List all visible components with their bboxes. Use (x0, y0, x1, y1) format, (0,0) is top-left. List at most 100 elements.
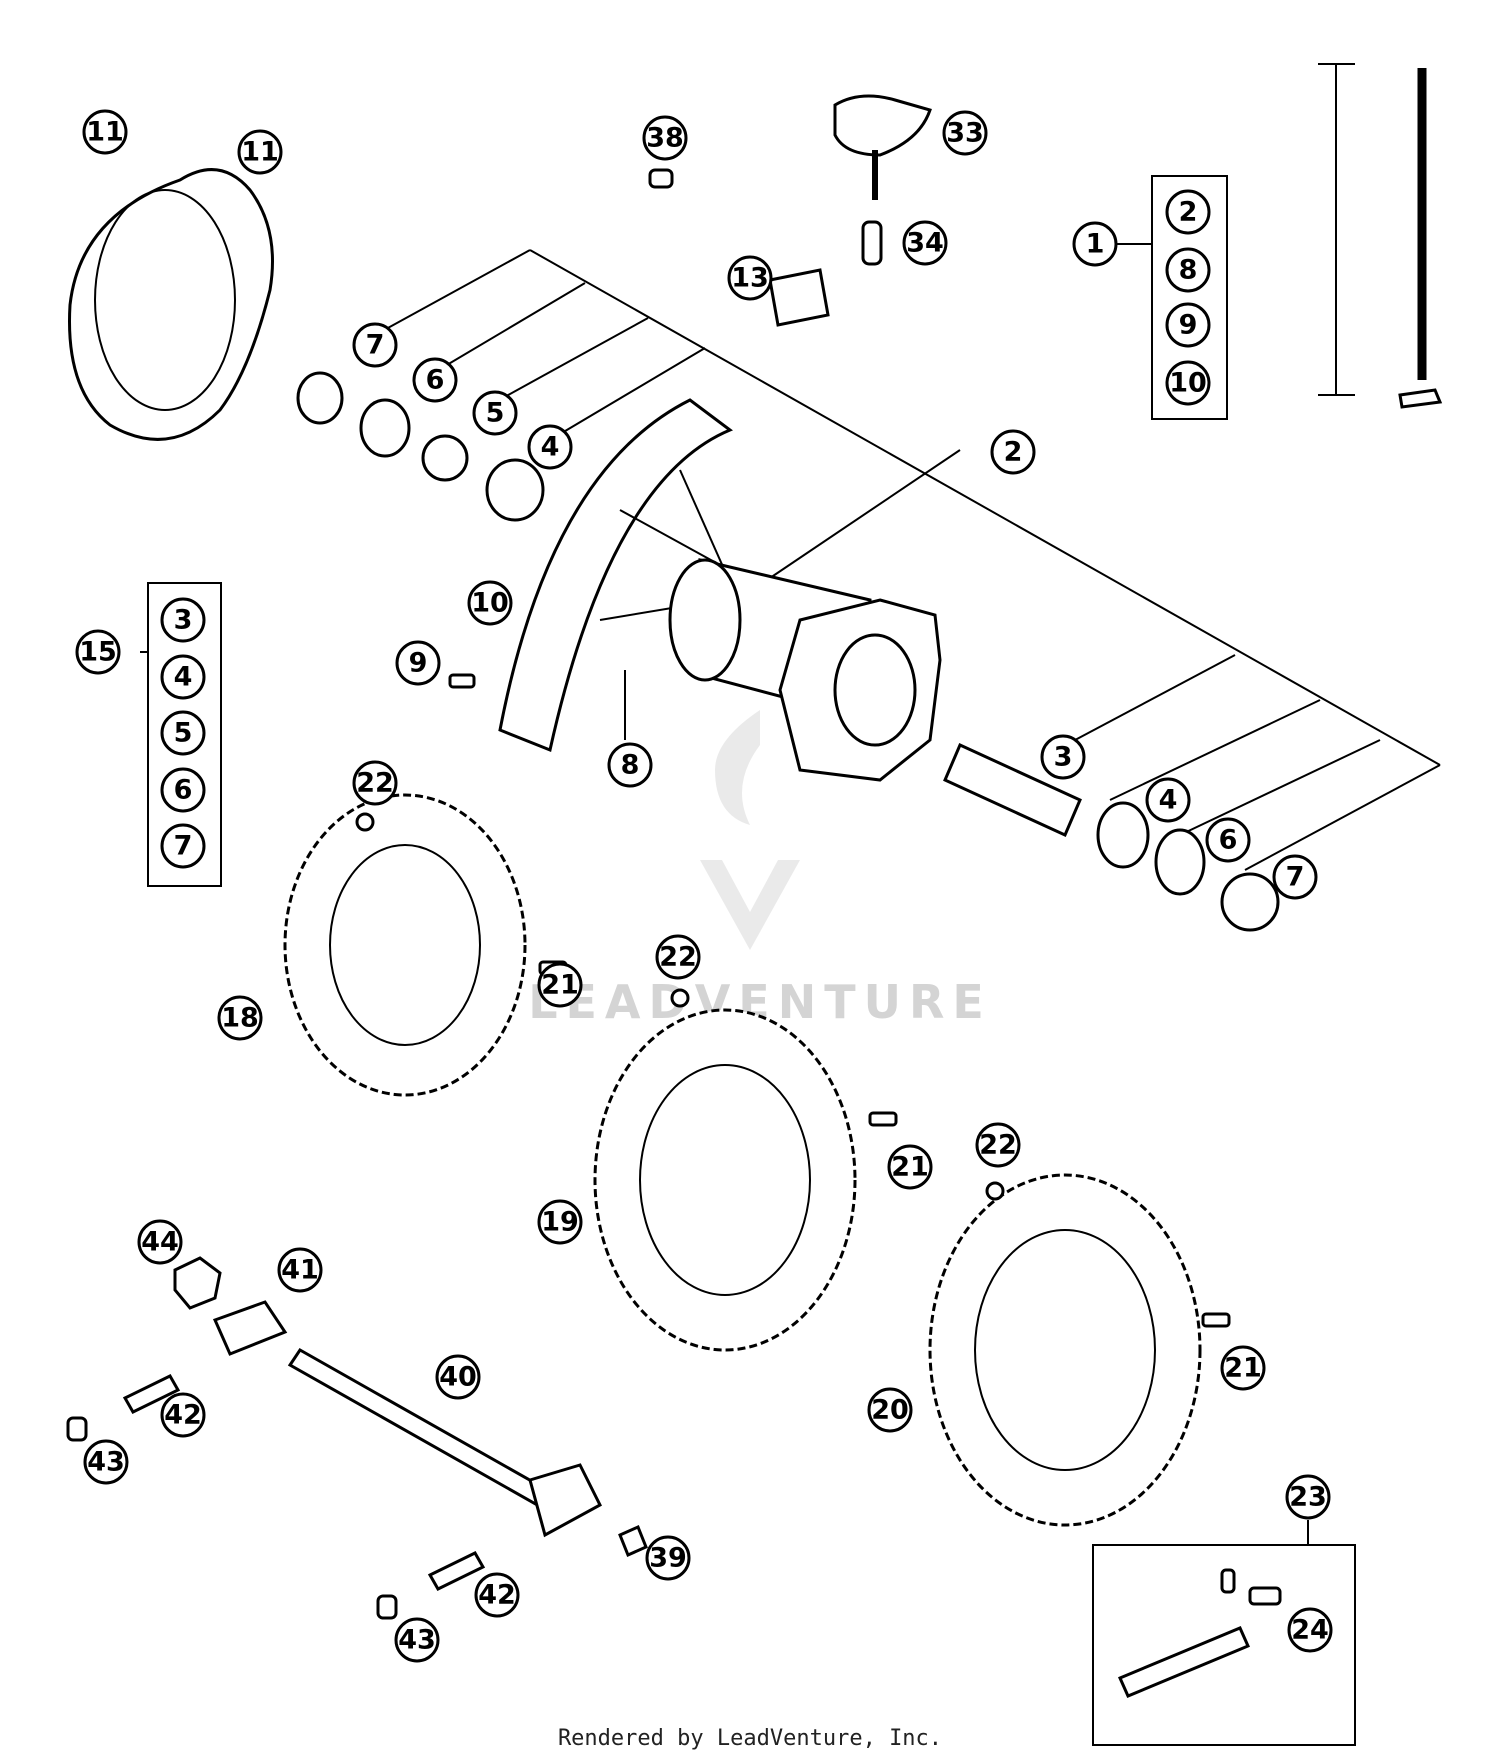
callout-20[interactable]: 20 (867, 1387, 913, 1433)
callout-4[interactable]: 4 (160, 654, 206, 700)
svg-text:38: 38 (646, 123, 684, 154)
svg-text:33: 33 (946, 118, 984, 149)
chain-adjuster (212, 1300, 288, 1356)
callout-33[interactable]: 33 (942, 110, 988, 156)
svg-text:2: 2 (1004, 437, 1023, 468)
callout-21-b[interactable]: 21 (887, 1144, 933, 1190)
sprocket-20 (928, 1173, 1202, 1527)
callout-8-spoke[interactable]: 8 (607, 742, 653, 788)
svg-text:22: 22 (979, 1130, 1017, 1161)
callout-43-a[interactable]: 43 (83, 1439, 129, 1485)
callout-9[interactable]: 9 (1165, 302, 1211, 348)
svg-text:44: 44 (141, 1227, 179, 1258)
svg-text:42: 42 (164, 1400, 202, 1431)
callout-7-right[interactable]: 7 (1272, 854, 1318, 900)
svg-text:5: 5 (174, 718, 193, 749)
callout-12[interactable]: 11 (82, 109, 128, 155)
callout-22-b[interactable]: 22 (655, 934, 701, 980)
svg-text:3: 3 (174, 605, 193, 636)
svg-text:8: 8 (1179, 255, 1198, 286)
callout-4-right[interactable]: 4 (1145, 777, 1191, 823)
left-bearing-stack (296, 371, 545, 522)
callout-7-left[interactable]: 7 (352, 322, 398, 368)
callout-42-a[interactable]: 42 (160, 1392, 206, 1438)
callout-2[interactable]: 2 (1165, 189, 1211, 235)
axle (287, 1348, 602, 1538)
svg-text:22: 22 (659, 942, 697, 973)
svg-text:1: 1 (1086, 229, 1105, 260)
sprocket-18 (283, 793, 527, 1097)
callout-10-rim[interactable]: 10 (467, 580, 513, 626)
svg-text:3: 3 (1054, 742, 1073, 773)
svg-text:10: 10 (471, 588, 509, 619)
svg-text:22: 22 (356, 768, 394, 799)
svg-text:18: 18 (221, 1003, 259, 1034)
callout-8[interactable]: 8 (1165, 247, 1211, 293)
svg-text:9: 9 (1179, 310, 1198, 341)
callout-41[interactable]: 41 (277, 1247, 323, 1293)
callout-7[interactable]: 7 (160, 823, 206, 869)
rim-tape (768, 268, 830, 327)
spoke-nipple (448, 673, 476, 689)
callout-44[interactable]: 44 (137, 1219, 183, 1265)
callout-23[interactable]: 23 (1285, 1474, 1331, 1520)
svg-text:21: 21 (1224, 1353, 1262, 1384)
svg-text:6: 6 (426, 365, 445, 396)
callout-22-a[interactable]: 22 (352, 760, 398, 806)
svg-text:39: 39 (649, 1543, 687, 1574)
callout-34[interactable]: 34 (902, 220, 948, 266)
group-box-15 (147, 582, 222, 887)
svg-text:9: 9 (409, 648, 428, 679)
callout-22-c[interactable]: 22 (975, 1122, 1021, 1168)
callout-5[interactable]: 5 (160, 710, 206, 756)
callout-1[interactable]: 1 (1072, 221, 1118, 267)
callout-40[interactable]: 40 (435, 1354, 481, 1400)
callout-39[interactable]: 39 (645, 1535, 691, 1581)
wheel-hub (668, 558, 942, 782)
svg-text:19: 19 (541, 1207, 579, 1238)
right-axle-stack (943, 742, 1280, 932)
callout-6[interactable]: 6 (160, 767, 206, 813)
callout-19[interactable]: 19 (537, 1199, 583, 1245)
callout-15[interactable]: 15 (75, 629, 121, 675)
callout-21-a[interactable]: 21 (537, 962, 583, 1008)
svg-text:10: 10 (1169, 368, 1207, 399)
callout-2-hub[interactable]: 2 (990, 429, 1036, 475)
callout-10[interactable]: 10 (1165, 360, 1211, 406)
svg-text:43: 43 (398, 1625, 436, 1656)
axle-nut (173, 1256, 222, 1310)
svg-text:7: 7 (1286, 862, 1305, 893)
svg-text:2: 2 (1179, 197, 1198, 228)
callout-6-right[interactable]: 6 (1205, 817, 1251, 863)
callout-38[interactable]: 38 (642, 115, 688, 161)
callout-21-c[interactable]: 21 (1220, 1345, 1266, 1391)
callout-18[interactable]: 18 (217, 995, 263, 1041)
callout-6-left[interactable]: 6 (412, 357, 458, 403)
axle-cap (618, 1524, 648, 1558)
callout-13[interactable]: 13 (727, 255, 773, 301)
callout-11[interactable]: 11 (237, 129, 283, 175)
callout-43-b[interactable]: 43 (394, 1617, 440, 1663)
svg-text:4: 4 (1159, 785, 1178, 816)
footer-credit: Rendered by LeadVenture, Inc. (557, 1726, 943, 1751)
chain-kit (1118, 1568, 1282, 1698)
svg-text:41: 41 (281, 1255, 319, 1286)
svg-text:4: 4 (541, 432, 560, 463)
brake-disc (68, 168, 274, 441)
svg-text:6: 6 (174, 775, 193, 806)
callout-3-right[interactable]: 3 (1040, 734, 1086, 780)
callout-24[interactable]: 24 (1287, 1607, 1333, 1653)
valve-nut (648, 168, 674, 189)
callout-42-b[interactable]: 42 (474, 1572, 520, 1618)
callout-3[interactable]: 3 (160, 597, 206, 643)
chain-adjuster-cap (833, 94, 932, 200)
leader-lines (140, 63, 1441, 1545)
svg-text:21: 21 (891, 1152, 929, 1183)
callout-5-left[interactable]: 5 (472, 390, 518, 436)
callout-4-left[interactable]: 4 (527, 424, 573, 470)
callout-9-nipple[interactable]: 9 (395, 640, 441, 686)
svg-text:42: 42 (478, 1580, 516, 1611)
svg-text:6: 6 (1219, 825, 1238, 856)
svg-text:40: 40 (439, 1362, 477, 1393)
